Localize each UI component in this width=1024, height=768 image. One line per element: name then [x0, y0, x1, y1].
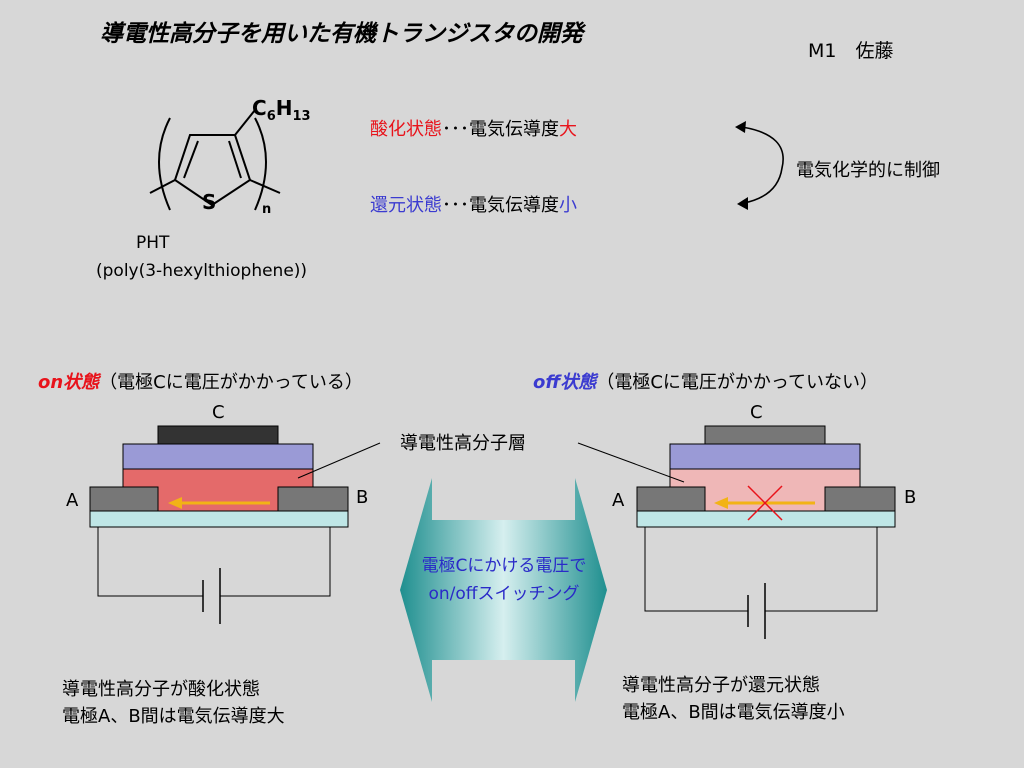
author-label: M1 佐藤: [808, 40, 894, 62]
off-caption-line2: 電極A、B間は電気伝導度小: [622, 702, 845, 723]
off-drain-electrode: [824, 486, 896, 512]
substituent-c: C: [252, 96, 267, 120]
off-circuit: [644, 527, 748, 612]
layer-leader-left: [297, 442, 381, 479]
thiophene-structure: [149, 109, 281, 211]
reduced-state-line: 還元状態･･･電気伝導度小: [370, 191, 577, 217]
arrowhead-top: [735, 121, 746, 133]
on-gate-label: C: [212, 402, 225, 423]
off-state-label: off状態: [533, 372, 597, 393]
off-drain-label: B: [904, 487, 917, 508]
substituent-label: C6H13: [252, 96, 311, 124]
on-source-label: A: [66, 490, 79, 511]
off-current-arrowhead: [714, 497, 728, 509]
on-caption-line1: 導電性高分子が酸化状態: [62, 679, 260, 700]
switching-double-arrow: [400, 478, 607, 702]
off-device: [636, 425, 896, 639]
on-current-arrowhead: [168, 497, 182, 509]
electrochemical-control-label: 電気化学的に制御: [796, 160, 940, 181]
off-gate-electrode: [704, 425, 826, 445]
polymer-layer-label: 導電性高分子層: [400, 433, 526, 454]
on-gate-electrode: [157, 425, 279, 445]
switching-text-line1: 電極Cにかける電圧で: [421, 556, 587, 576]
switching-text: 電極Cにかける電圧で on/offスイッチング: [382, 552, 626, 608]
on-state-label: on状態: [38, 372, 100, 393]
on-substrate: [89, 510, 349, 528]
substituent-sub1: 6: [266, 109, 276, 124]
oxidized-conductivity: ･･･電気伝導度: [442, 119, 559, 140]
on-drain-label: B: [356, 487, 369, 508]
off-source-electrode: [636, 486, 706, 512]
reduced-value: 小: [559, 195, 577, 216]
substituent-h: H: [275, 96, 293, 120]
layer-leader-right: [577, 442, 685, 483]
redox-control-arrow: [741, 126, 784, 204]
on-purple-layer: [122, 443, 314, 470]
molecule-fullname: (poly(3-hexylthiophene)): [96, 261, 308, 281]
reduced-label: 還元状態: [370, 195, 442, 216]
on-state-desc: （電極Cに電圧がかかっている）: [99, 372, 363, 393]
off-purple-layer: [669, 443, 861, 470]
on-device: [89, 425, 349, 624]
oxidized-state-line: 酸化状態･･･電気伝導度大: [370, 115, 577, 141]
reduced-conductivity: ･･･電気伝導度: [442, 195, 559, 216]
oxidized-label: 酸化状態: [370, 119, 442, 140]
off-caption: 導電性高分子が還元状態 電極A、B間は電気伝導度小: [622, 672, 845, 726]
on-caption: 導電性高分子が酸化状態 電極A、B間は電気伝導度大: [62, 676, 285, 730]
oxidized-value: 大: [559, 119, 577, 140]
substituent-sub2: 13: [292, 109, 311, 124]
on-drain-electrode: [277, 486, 349, 512]
sulfur-label: S: [202, 190, 217, 214]
on-caption-line2: 電極A、B間は電気伝導度大: [62, 706, 285, 727]
off-source-label: A: [612, 490, 625, 511]
off-gate-label: C: [750, 402, 763, 423]
page-title: 導電性高分子を用いた有機トランジスタの開発: [100, 21, 583, 47]
off-state-desc: （電極Cに電圧がかかっていない）: [596, 372, 879, 393]
off-caption-line1: 導電性高分子が還元状態: [622, 675, 820, 696]
arrowhead-bottom: [737, 197, 748, 210]
switching-text-line2: on/offスイッチング: [428, 584, 580, 604]
on-circuit: [97, 527, 203, 597]
off-substrate: [636, 510, 896, 528]
on-source-electrode: [89, 486, 159, 512]
off-cross-b: [747, 485, 783, 521]
repeat-unit-label: n: [262, 202, 272, 217]
off-state-heading: off状態（電極Cに電圧がかかっていない）: [533, 368, 878, 394]
on-state-heading: on状態（電極Cに電圧がかかっている）: [38, 368, 363, 394]
molecule-name: PHT: [136, 233, 170, 253]
